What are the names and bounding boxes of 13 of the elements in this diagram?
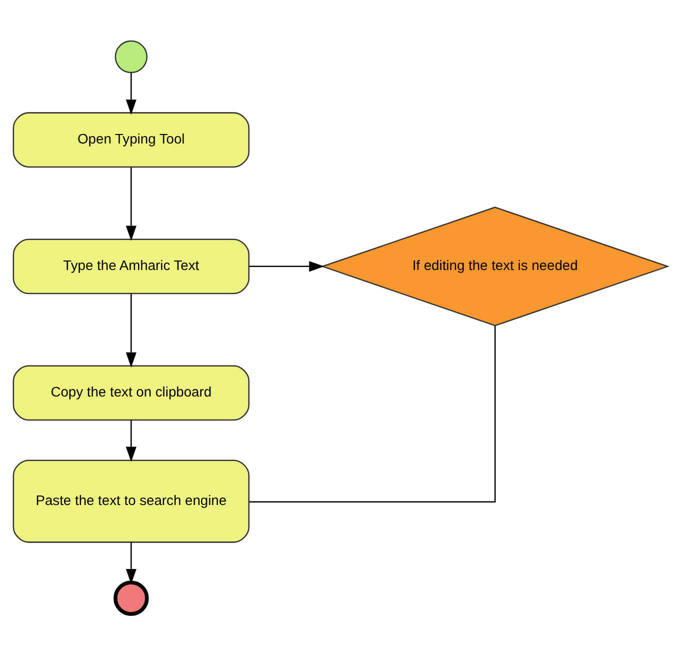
node-box: Copy the text on clipboard: [12, 365, 250, 421]
arrow: [126, 167, 136, 241]
node-circle: [114, 580, 149, 616]
arrow: [126, 420, 136, 462]
node-box: Open Typing Tool: [12, 112, 250, 168]
node-box: Paste the text to search engine: [12, 460, 250, 543]
arrow: [249, 261, 324, 272]
node-circle: [114, 40, 148, 74]
node-diamond: If editing the text is needed: [320, 206, 670, 326]
arrow: [126, 294, 136, 368]
connector: [249, 326, 496, 503]
arrow: [126, 72, 136, 115]
node-box: Type the Amharic Text: [12, 238, 250, 294]
